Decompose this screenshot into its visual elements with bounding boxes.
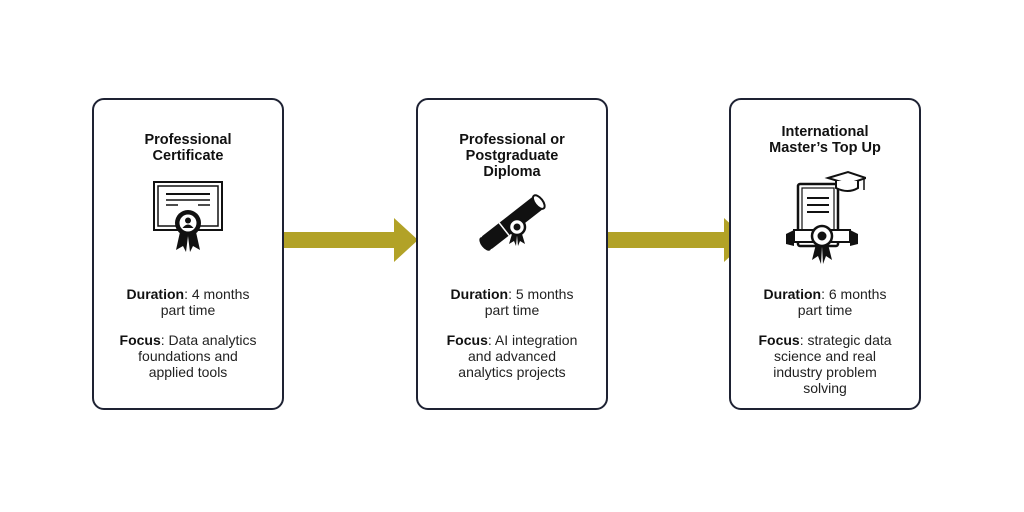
step-card-professional-certificate: Professional Certificate Duration: 4 mon… (92, 98, 284, 410)
focus-value: : strategic data (799, 332, 892, 348)
focus-value: and advanced (468, 348, 556, 364)
duration-value: : 4 months (184, 286, 250, 302)
step-card-diploma: Professional or Postgraduate Diploma Dur… (416, 98, 608, 410)
focus-value: solving (803, 380, 847, 396)
duration-text: Duration: 4 months part time (100, 286, 276, 318)
title-line: Certificate (152, 148, 224, 164)
diploma-scroll-icon (472, 188, 552, 263)
title-line: Professional (144, 132, 232, 148)
duration-value: part time (160, 302, 216, 318)
focus-value: : Data analytics (160, 332, 257, 348)
title-line: Professional or (459, 132, 565, 148)
certificate-icon (150, 178, 226, 259)
focus-label: Focus (758, 332, 800, 348)
title-line: Postgraduate (465, 148, 559, 164)
focus-value: industry problem (773, 364, 877, 380)
duration-text: Duration: 6 months part time (737, 286, 913, 318)
step-title: Professional Certificate (94, 132, 282, 164)
step-card-masters-top-up: International Master’s Top Up Duratio (729, 98, 921, 410)
title-line: Master’s Top Up (769, 140, 881, 156)
step-title: International Master’s Top Up (731, 124, 919, 156)
focus-text: Focus: Data analytics foundations and ap… (100, 332, 276, 380)
arrow-right-icon (608, 216, 748, 269)
duration-value: part time (797, 302, 853, 318)
focus-text: Focus: AI integration and advanced analy… (424, 332, 600, 380)
focus-value: analytics projects (458, 364, 566, 380)
title-line: Diploma (483, 164, 541, 180)
arrow-right-icon (284, 216, 418, 269)
focus-text: Focus: strategic data science and real i… (737, 332, 913, 396)
focus-value: foundations and (138, 348, 238, 364)
duration-label: Duration (126, 286, 185, 302)
focus-value: applied tools (148, 364, 228, 380)
duration-label: Duration (763, 286, 822, 302)
duration-value: part time (484, 302, 540, 318)
title-line: International (781, 124, 869, 140)
duration-text: Duration: 5 months part time (424, 286, 600, 318)
focus-label: Focus (119, 332, 161, 348)
focus-value: science and real (774, 348, 876, 364)
focus-value: : AI integration (487, 332, 578, 348)
step-title: Professional or Postgraduate Diploma (418, 132, 606, 180)
focus-label: Focus (446, 332, 488, 348)
graduation-document-icon (784, 170, 870, 271)
duration-value: : 6 months (821, 286, 887, 302)
duration-value: : 5 months (508, 286, 574, 302)
duration-label: Duration (450, 286, 509, 302)
